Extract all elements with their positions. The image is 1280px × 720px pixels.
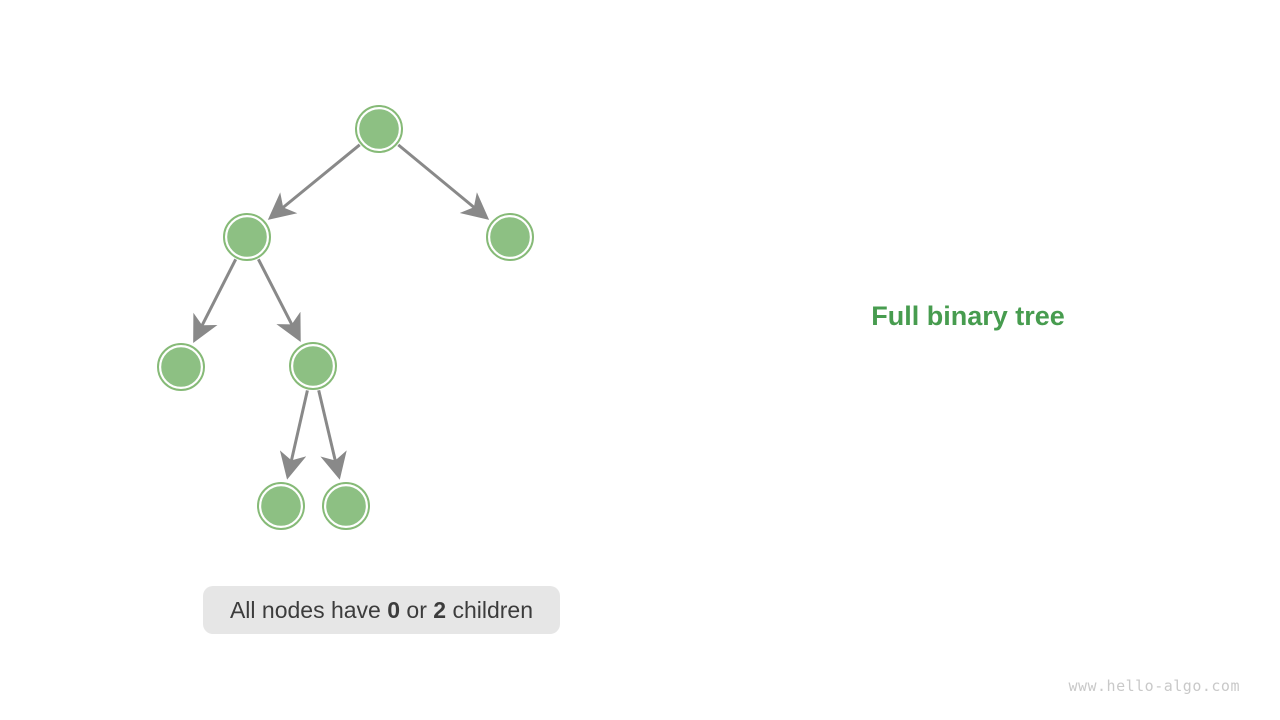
tree-node-outer-ring [322, 482, 370, 530]
caption-bold-segment: 0 [387, 596, 401, 623]
tree-node-fill [323, 483, 369, 529]
caption-segment: or [400, 596, 434, 623]
tree-node-fill [224, 214, 270, 260]
tree-node-outer-ring [157, 343, 205, 391]
caption-segment: All nodes have [229, 596, 388, 623]
tree-node-outer-ring [355, 105, 403, 153]
tree-node-lr-left [257, 482, 305, 530]
tree-node-outer-ring [289, 342, 337, 390]
tree-node-outer-ring [257, 482, 305, 530]
caption-segment: children [446, 596, 534, 623]
tree-node-outer-ring [223, 213, 271, 261]
tree-node-left [223, 213, 271, 261]
tree-node-fill [356, 106, 402, 152]
caption-bold-segment: 2 [433, 596, 447, 623]
caption-box: All nodes have 0 or 2 children [203, 586, 560, 634]
tree-node-lr-right [322, 482, 370, 530]
tree-node-fill [290, 343, 336, 389]
tree-node-fill [158, 344, 204, 390]
tree-node-root [355, 105, 403, 153]
tree-edge-left-to-left-left [193, 258, 238, 343]
caption-text: All nodes have 0 or 2 children [230, 597, 533, 624]
tree-node-left-left [157, 343, 205, 391]
tree-node-fill [487, 214, 533, 260]
diagram-title: Full binary tree [871, 301, 1065, 331]
tree-edge-left-to-left-right [257, 258, 301, 342]
tree-node-outer-ring [486, 213, 534, 261]
tree-node-left-right [289, 342, 337, 390]
tree-edge-root-to-right [397, 143, 490, 220]
tree-node-right [486, 213, 534, 261]
tree-edge-left-right-to-lr-right [317, 389, 347, 480]
tree-node-fill [258, 483, 304, 529]
watermark: www.hello-algo.com [1068, 677, 1240, 695]
tree-edge-left-right-to-lr-left [279, 390, 309, 480]
tree-edge-root-to-left [267, 143, 361, 220]
